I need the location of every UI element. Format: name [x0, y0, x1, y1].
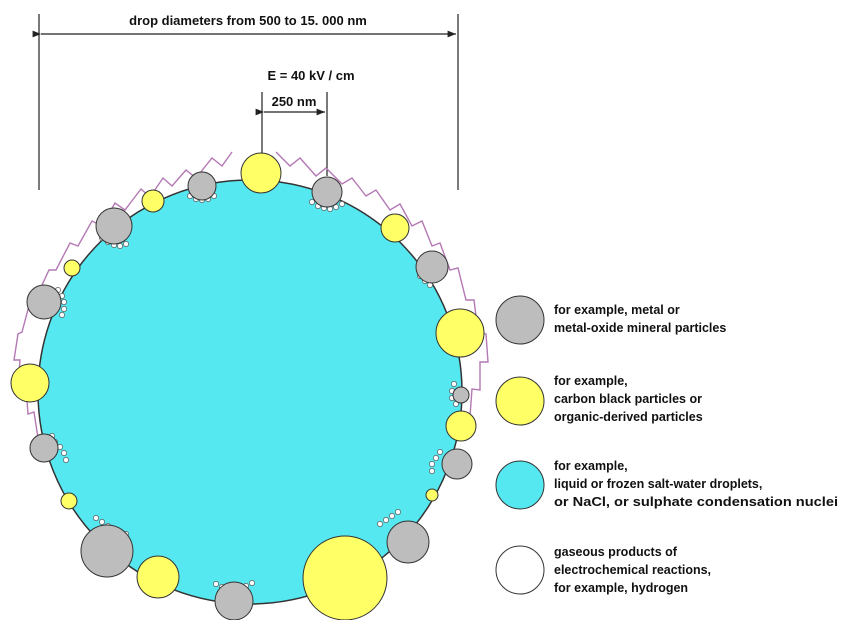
metal-particle [29, 433, 59, 463]
metal-particle-icon [495, 295, 545, 345]
legend-droplet-line-1: for example, [554, 459, 628, 473]
legend-item-gas: gaseous products of electrochemical reac… [495, 545, 711, 595]
metal-particle [311, 176, 343, 208]
carbon-particle [435, 308, 485, 358]
surface-particles [10, 152, 485, 620]
carbon-particle [10, 363, 50, 403]
carbon-particle [141, 189, 165, 213]
legend-metal-line-2: metal-oxide mineral particles [554, 321, 726, 335]
carbon-particle [380, 213, 410, 243]
legend-item-metal: for example, metal or metal-oxide minera… [495, 295, 726, 345]
metal-particle [386, 520, 430, 564]
metal-particle [452, 386, 470, 404]
legend-carbon-line-1: for example, [554, 374, 628, 388]
carbon-particle-icon [495, 376, 545, 426]
droplet-icon [495, 460, 545, 510]
field-strength-label: E = 40 kV / cm [267, 68, 354, 83]
legend-item-carbon: for example, carbon black particles or o… [495, 374, 703, 426]
carbon-particle [63, 259, 81, 277]
legend-gas-line-2: electrochemical reactions, [554, 563, 711, 577]
legend-item-droplet: for example, liquid or frozen salt-water… [495, 459, 838, 510]
carbon-particle [136, 555, 180, 599]
drop-diameter-label: drop diameters from 500 to 15. 000 nm [129, 13, 367, 28]
gas-bubble-icon [495, 545, 545, 595]
metal-particle [441, 448, 473, 480]
carbon-particle [240, 152, 282, 194]
legend-gas-line-3: for example, hydrogen [554, 581, 688, 595]
legend-droplet-line-2: liquid or frozen salt-water droplets, [554, 477, 762, 491]
legend-gas-line-1: gaseous products of [554, 545, 678, 559]
metal-particle [415, 250, 449, 284]
scale-dimension: 250 nm [255, 92, 328, 176]
carbon-particle [445, 410, 477, 442]
legend-droplet-line-3: or NaCl, or sulphate condensation nuclei [554, 495, 838, 509]
metal-particle [80, 524, 134, 578]
metal-particle [214, 581, 254, 620]
legend-metal-line-1: for example, metal or [554, 303, 680, 317]
drop-diameter-dimension: drop diameters from 500 to 15. 000 nm [32, 13, 459, 190]
carbon-particle [60, 492, 78, 510]
carbon-particle [425, 488, 439, 502]
legend-carbon-line-3: organic-derived particles [554, 410, 703, 424]
metal-particle [26, 284, 62, 320]
metal-particle [95, 207, 133, 245]
legend-carbon-line-2: carbon black particles or [554, 392, 702, 406]
carbon-particle [302, 535, 388, 620]
metal-particle [187, 171, 217, 201]
scale-label: 250 nm [272, 94, 317, 109]
legend: for example, metal or metal-oxide minera… [495, 295, 838, 595]
